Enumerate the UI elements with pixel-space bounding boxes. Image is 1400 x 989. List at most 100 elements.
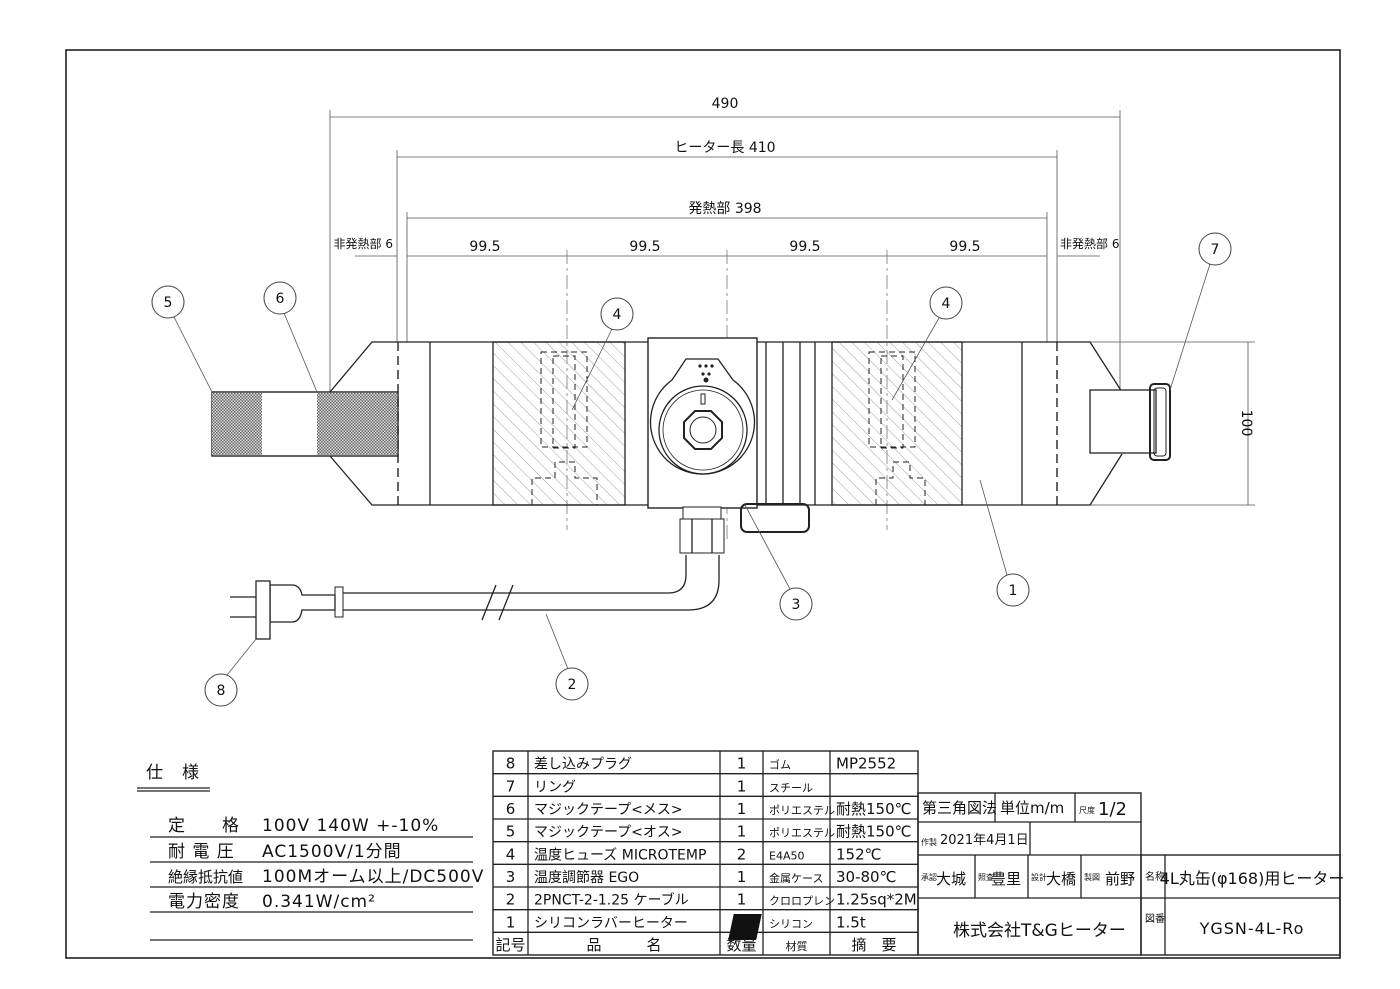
part-quantity: 2 [737, 845, 747, 863]
title-block: 第三角図法 単位m/m 尺度 1/2 作製 2021年4月1日 承認 大城 照査… [728, 792, 1345, 956]
part-name: 2PNCT-2-1.25 ケーブル [534, 892, 689, 909]
dim-overall: 490 [712, 96, 739, 112]
part-note: 耐熱150℃ [836, 823, 911, 841]
ring [1149, 383, 1171, 461]
dim-segment: 99.5 [789, 239, 820, 255]
approved-label: 承認 [921, 872, 937, 882]
part-number: 3 [506, 868, 516, 886]
part-name: リング [534, 779, 576, 795]
power-plug [230, 580, 344, 640]
dim-segment: 99.5 [469, 239, 500, 255]
spec-value: AC1500V/1分間 [262, 842, 402, 862]
dim-segment: 99.5 [949, 239, 980, 255]
dim-non-heating-right: 非発熱部 6 [1060, 236, 1119, 251]
dim-heater-length: ヒーター長 410 [674, 140, 775, 156]
approved-name: 大城 [936, 870, 966, 888]
spec-block: 仕 様 定 格 100V 140W +-10% 耐 電 圧 AC1500V/1分… [137, 763, 484, 941]
drawn-name: 前野 [1105, 870, 1135, 888]
company-name: 株式会社T&Gヒーター [953, 921, 1126, 941]
balloon: 8 [204, 673, 238, 707]
spec-label: 電力密度 [168, 892, 240, 912]
svg-text:4: 4 [613, 307, 622, 323]
dim-segment: 99.5 [629, 239, 660, 255]
number-label: 図番 [1145, 913, 1165, 925]
spec-label: 絶縁抵抗値 [168, 868, 243, 886]
part-material: スチール [769, 781, 813, 794]
svg-text:3: 3 [792, 597, 801, 613]
part-name: シリコンラバーヒーター [534, 915, 688, 931]
balloon: 4 [600, 297, 634, 331]
part-quantity: 1 [737, 823, 747, 841]
table-header-cell: 記号 [495, 936, 525, 954]
company-logo: TG [728, 914, 762, 940]
part-material: ゴム [769, 758, 791, 772]
drawn-label: 製図 [1084, 872, 1100, 882]
spec-label: 定 格 [168, 816, 240, 836]
name-label: 名称 [1145, 870, 1165, 883]
svg-text:4: 4 [942, 296, 951, 312]
spec-value: 100V 140W +-10% [262, 816, 439, 836]
projection-method: 第三角図法 [922, 799, 997, 817]
scale-label: 尺度 [1079, 805, 1095, 815]
balloon: 2 [555, 667, 589, 701]
balloon: 1 [996, 573, 1030, 607]
part-note: MP2552 [836, 755, 896, 773]
spec-label: 耐 電 圧 [168, 842, 235, 862]
balloon: 7 [1198, 232, 1232, 266]
part-name: マジックテープ<メス> [534, 802, 683, 818]
balloon: 3 [779, 587, 813, 621]
drawing-frame [65, 49, 1341, 959]
table-header-cell: 数量 [726, 936, 756, 954]
table-header-cell: 材質 [786, 939, 808, 953]
scale: 1/2 [1098, 799, 1127, 820]
svg-text:6: 6 [276, 291, 285, 307]
svg-text:1: 1 [1009, 583, 1018, 599]
thermostat-box [647, 337, 810, 554]
part-number: 7 [506, 777, 516, 795]
part-name: 温度ヒューズ MICROTEMP [534, 847, 706, 863]
balloon: 5 [151, 285, 185, 319]
date: 2021年4月1日 [940, 833, 1029, 848]
part-quantity: 1 [737, 755, 747, 773]
part-note: 30-80℃ [836, 868, 896, 886]
part-note: 1.25sq*2M [836, 891, 917, 909]
svg-text:2: 2 [568, 677, 577, 693]
part-quantity: 1 [737, 777, 747, 795]
part-quantity: 1 [737, 891, 747, 909]
unit: 単位m/m [1000, 799, 1064, 817]
part-name: 温度調節器 EGO [534, 869, 639, 886]
dim-heating-part: 発熱部 398 [688, 201, 761, 217]
table-header-cell: 摘 要 [851, 936, 896, 954]
balloon: 4 [929, 286, 963, 320]
checked-label: 照査 [978, 872, 994, 882]
part-name: 差し込みプラグ [534, 757, 632, 773]
svg-text:8: 8 [217, 683, 226, 699]
dim-non-heating-left: 非発熱部 6 [334, 236, 393, 251]
svg-text:5: 5 [164, 295, 173, 311]
part-number: 6 [506, 800, 516, 818]
part-quantity: 1 [737, 800, 747, 818]
part-number: 2 [506, 891, 516, 909]
part-number: 4 [506, 845, 516, 863]
velcro-band-right [1089, 389, 1157, 454]
dimension-lines [329, 110, 1255, 540]
part-quantity: 1 [737, 868, 747, 886]
made-label: 作製 [921, 837, 937, 847]
part-material: シリコン [769, 917, 813, 930]
dim-width: 100 [1238, 410, 1254, 437]
balloon: 6 [263, 281, 297, 315]
drawing-name: 4L丸缶(φ168)用ヒーター [1160, 869, 1345, 888]
leader-lines [173, 263, 1211, 676]
heater-body [211, 341, 1171, 506]
part-material: ポリエステル [769, 827, 835, 840]
part-material: 金属ケース [769, 871, 823, 885]
spec-value: 100Mオーム以上/DC500V [262, 867, 484, 887]
part-note: 1.5t [836, 913, 866, 931]
part-note: 耐熱150℃ [836, 800, 911, 818]
spec-title: 仕 様 [146, 763, 200, 783]
drawing-number: YGSN-4L-Ro [1199, 919, 1305, 938]
table-header-cell: 品 名 [586, 936, 661, 954]
part-material: E4A50 [769, 849, 804, 862]
